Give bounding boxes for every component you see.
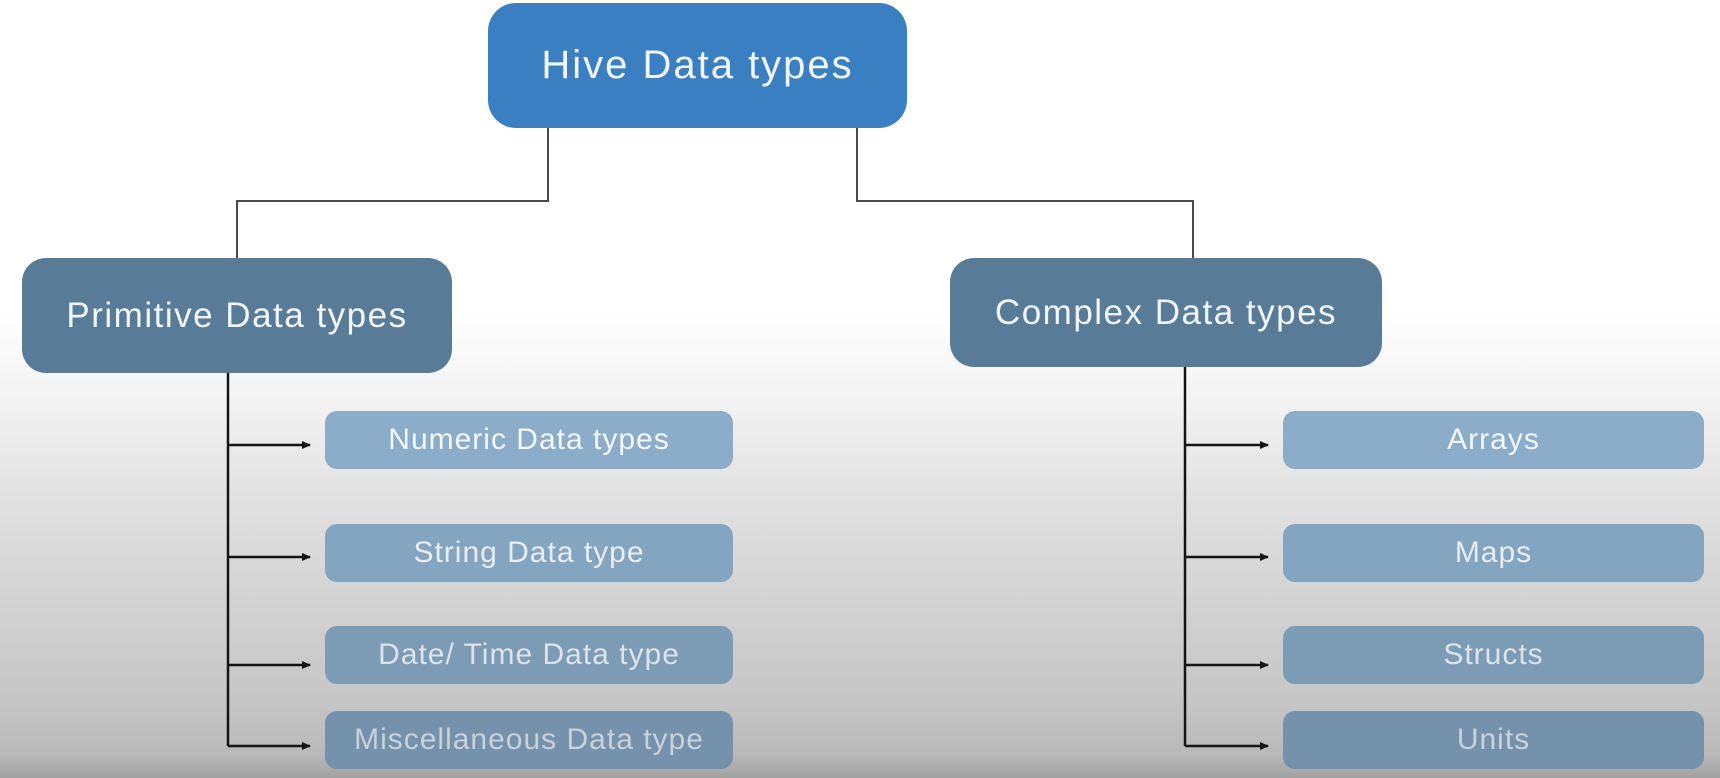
child-node-maps: Maps bbox=[1283, 524, 1704, 582]
child-node-structs: Structs bbox=[1283, 626, 1704, 684]
root-to-complex-connector bbox=[856, 128, 1194, 258]
child-node-label: Structs bbox=[1443, 638, 1544, 671]
branch-node-primitive: Primitive Data types bbox=[22, 258, 452, 373]
child-node-label: Numeric Data types bbox=[388, 423, 670, 456]
child-node-date-time-data-type: Date/ Time Data type bbox=[325, 626, 733, 684]
root-to-primitive-connector bbox=[236, 128, 549, 258]
branch-node-label: Primitive Data types bbox=[66, 295, 408, 335]
child-node-units: Units bbox=[1283, 711, 1704, 769]
child-node-label: Arrays bbox=[1447, 423, 1540, 456]
child-node-miscellaneous-data-type: Miscellaneous Data type bbox=[325, 711, 733, 769]
child-node-label: String Data type bbox=[413, 536, 645, 569]
child-node-label: Date/ Time Data type bbox=[378, 638, 680, 671]
child-node-label: Miscellaneous Data type bbox=[354, 723, 704, 756]
child-node-label: Maps bbox=[1454, 536, 1533, 569]
child-node-numeric-data-types: Numeric Data types bbox=[325, 411, 733, 469]
root-node-hive-data-types: Hive Data types bbox=[488, 3, 907, 128]
branch-node-complex: Complex Data types bbox=[950, 258, 1382, 367]
root-node-label: Hive Data types bbox=[541, 43, 854, 87]
child-node-arrays: Arrays bbox=[1283, 411, 1704, 469]
child-node-label: Units bbox=[1456, 723, 1531, 756]
child-node-string-data-type: String Data type bbox=[325, 524, 733, 582]
branch-node-label: Complex Data types bbox=[994, 292, 1338, 332]
